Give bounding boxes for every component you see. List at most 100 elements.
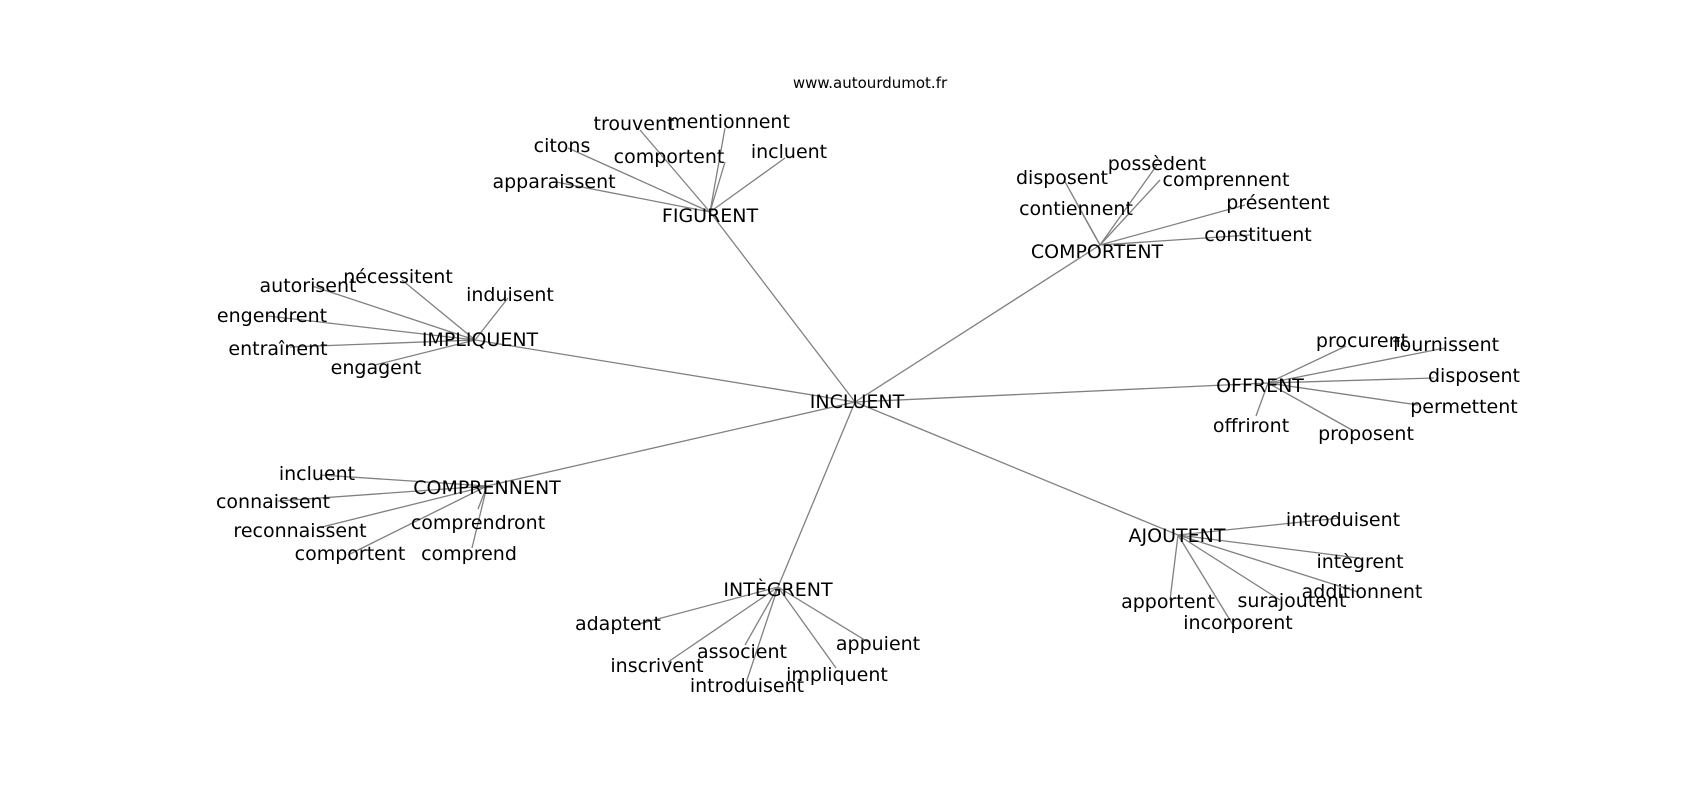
- center-node: INCLUENT: [810, 391, 905, 413]
- hub-node-impliquent: IMPLIQUENT: [422, 329, 539, 351]
- graph-edge: [401, 279, 476, 341]
- graph-edge: [709, 211, 856, 403]
- leaf-node: mentionnent: [668, 111, 790, 133]
- graph-edge: [777, 586, 869, 643]
- graph-edge: [777, 401, 856, 588]
- leaf-node: surajoutent: [1238, 590, 1347, 612]
- hub-node-comportent: COMPORTENT: [1031, 241, 1164, 263]
- hub-node-figurent: FIGURENT: [662, 205, 759, 227]
- edges-layer: [267, 127, 1446, 684]
- graph-edge: [1267, 377, 1435, 384]
- graph-edge: [1099, 179, 1161, 246]
- leaf-node: procurent: [1316, 330, 1408, 352]
- leaf-node: constituent: [1204, 224, 1311, 246]
- leaf-node: introduisent: [690, 675, 804, 697]
- leaf-node: autorisent: [260, 275, 357, 297]
- watermark-text: www.autourdumot.fr: [793, 74, 948, 92]
- graph-edge: [1267, 382, 1353, 431]
- hub-node-comprennent: COMPRENNENT: [413, 477, 561, 499]
- leaf-node: incluent: [279, 463, 355, 485]
- graph-edge: [639, 129, 711, 213]
- leaf-node: permettent: [1410, 396, 1518, 418]
- leaf-node: disposent: [1016, 167, 1108, 189]
- graph-edge: [667, 586, 779, 663]
- graph-edge: [709, 127, 726, 213]
- graph-edge: [486, 401, 856, 487]
- graph-edge: [1075, 201, 1101, 246]
- graph-edge: [709, 157, 786, 213]
- leaf-node: connaissent: [216, 491, 330, 513]
- leaf-node: fournissent: [1393, 334, 1499, 356]
- leaf-node: trouvent: [594, 113, 675, 135]
- graph-edge: [1177, 534, 1359, 593]
- graph-edge: [1177, 534, 1234, 626]
- leaf-node: impliquent: [786, 664, 888, 686]
- leaf-node: disposent: [1428, 365, 1520, 387]
- graph-edge: [311, 285, 476, 341]
- leaf-node: incluent: [751, 141, 827, 163]
- leaf-node: adaptent: [575, 613, 661, 635]
- leaf-node: proposent: [1318, 423, 1414, 445]
- leaf-node: présentent: [1226, 192, 1329, 214]
- leaf-node: engagent: [331, 357, 422, 379]
- graph-edge: [567, 147, 711, 213]
- leaf-node: apportent: [1121, 591, 1215, 613]
- graph-edge: [474, 339, 856, 403]
- graph-edge: [1169, 534, 1179, 601]
- leaf-node: contiennent: [1019, 198, 1133, 220]
- graph-edge: [1267, 382, 1419, 406]
- hub-node-offrent: OFFRENT: [1216, 375, 1304, 397]
- leaf-node: comprennent: [1163, 169, 1290, 191]
- graph-edge: [474, 297, 509, 341]
- leaf-node: appuient: [836, 633, 920, 655]
- graph-edge: [1177, 534, 1281, 601]
- leaf-node: entraînent: [228, 338, 327, 360]
- leaf-node: possèdent: [1108, 153, 1206, 175]
- graph-edge: [374, 339, 476, 366]
- hub-node-integrent: INTÈGRENT: [723, 578, 833, 601]
- graph-edge: [277, 485, 488, 502]
- leaf-node: comportent: [295, 543, 406, 565]
- graph-edge: [854, 244, 1101, 403]
- graph-edge: [555, 181, 711, 213]
- graph-edge: [289, 339, 476, 348]
- leaf-node: comprend: [421, 543, 517, 565]
- graph-edge: [709, 161, 726, 213]
- graph-edge: [634, 586, 779, 626]
- leaf-node: incorporent: [1183, 612, 1292, 634]
- graph-edge: [1255, 382, 1269, 417]
- leaf-node: induisent: [466, 284, 554, 306]
- graph-edge: [1099, 204, 1246, 246]
- graph-edge: [347, 485, 488, 556]
- leaf-node: apparaissent: [492, 171, 615, 193]
- leaf-node: nécessitent: [343, 266, 453, 288]
- leaf-node: additionnent: [1302, 581, 1423, 603]
- graph-edge: [471, 485, 488, 549]
- leaf-node: offriront: [1213, 415, 1289, 437]
- graph-edge: [854, 382, 1269, 403]
- leaf-node: engendrent: [217, 305, 327, 327]
- graph-edge: [1267, 345, 1347, 384]
- leaf-node: inscrivent: [610, 655, 703, 677]
- leaf-node: comprendront: [411, 512, 545, 534]
- leaf-node: reconnaissent: [233, 520, 366, 542]
- graph-edge: [1099, 234, 1251, 246]
- leaf-node: introduisent: [1286, 509, 1400, 531]
- graph-edge: [317, 485, 488, 529]
- leaf-node: associent: [697, 641, 787, 663]
- leaf-node: intègrent: [1316, 551, 1403, 573]
- graph-edge: [744, 586, 779, 646]
- graph-edge: [745, 586, 779, 684]
- graph-edge: [1099, 164, 1158, 246]
- hub-node-ajoutent: AJOUTENT: [1129, 525, 1226, 547]
- graph-edge: [267, 315, 476, 341]
- graph-edge: [319, 474, 488, 487]
- leaf-node: comportent: [614, 146, 725, 168]
- graph-edge: [1177, 517, 1341, 536]
- graph-edge: [1177, 534, 1359, 559]
- graph-edge: [777, 586, 837, 669]
- leaf-node: citons: [534, 135, 591, 157]
- graph-edge: [1267, 347, 1446, 384]
